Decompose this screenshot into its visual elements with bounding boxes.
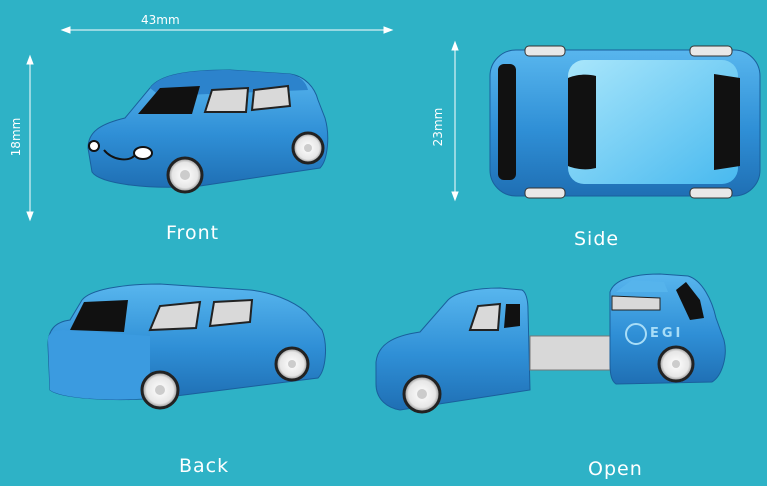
length-dimension-line xyxy=(60,26,394,34)
side-view-car xyxy=(489,45,761,199)
width-dimension-line xyxy=(451,40,459,202)
usb-plug xyxy=(529,335,611,371)
width-dimension-label: 23mm xyxy=(431,107,445,147)
length-dimension-label: 43mm xyxy=(141,13,180,27)
height-dimension-line xyxy=(26,54,34,222)
logo-text: EGI xyxy=(650,326,684,341)
back-view-label: Back xyxy=(179,455,230,477)
logo-icon xyxy=(625,323,647,345)
height-dimension-label: 18mm xyxy=(9,117,23,157)
open-view-car xyxy=(375,273,726,414)
front-view-car xyxy=(87,69,329,194)
back-view-car xyxy=(47,283,326,410)
open-view-label: Open xyxy=(588,458,643,480)
side-view-label: Side xyxy=(574,228,620,250)
front-view-label: Front xyxy=(166,222,220,244)
